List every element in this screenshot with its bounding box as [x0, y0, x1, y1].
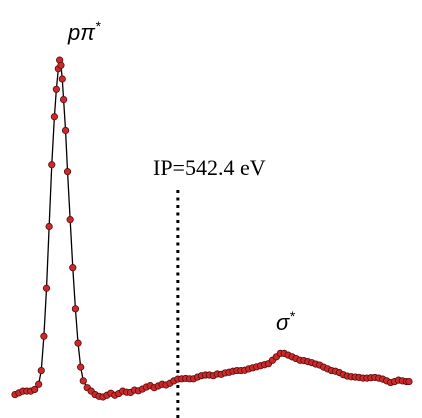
data-point	[50, 113, 59, 121]
data-point	[37, 366, 45, 375]
annotations: pπ* IP=542.4 eV σ*	[67, 18, 295, 335]
data-point	[58, 75, 66, 83]
data-point	[52, 85, 60, 93]
data-point	[40, 332, 48, 340]
data-point	[59, 95, 68, 104]
data-point	[35, 380, 43, 388]
data-point	[74, 339, 82, 347]
data-point	[63, 168, 72, 176]
data-point	[66, 216, 74, 224]
data-point	[45, 222, 53, 231]
data-point	[71, 305, 80, 313]
peak-label-p-pi-star: pπ*	[67, 18, 101, 45]
plot-area	[11, 56, 413, 418]
data-point	[31, 385, 39, 394]
data-point	[42, 284, 51, 292]
data-point	[405, 377, 413, 386]
ip-label: IP=542.4 eV	[153, 155, 266, 180]
data-point	[48, 161, 56, 169]
spectrum-line	[14, 59, 409, 398]
data-point	[69, 264, 77, 272]
peak-label-sigma-star: σ*	[276, 308, 295, 335]
data-point	[57, 61, 65, 69]
data-point	[77, 363, 85, 371]
data-point	[79, 377, 87, 385]
data-point	[61, 126, 70, 135]
